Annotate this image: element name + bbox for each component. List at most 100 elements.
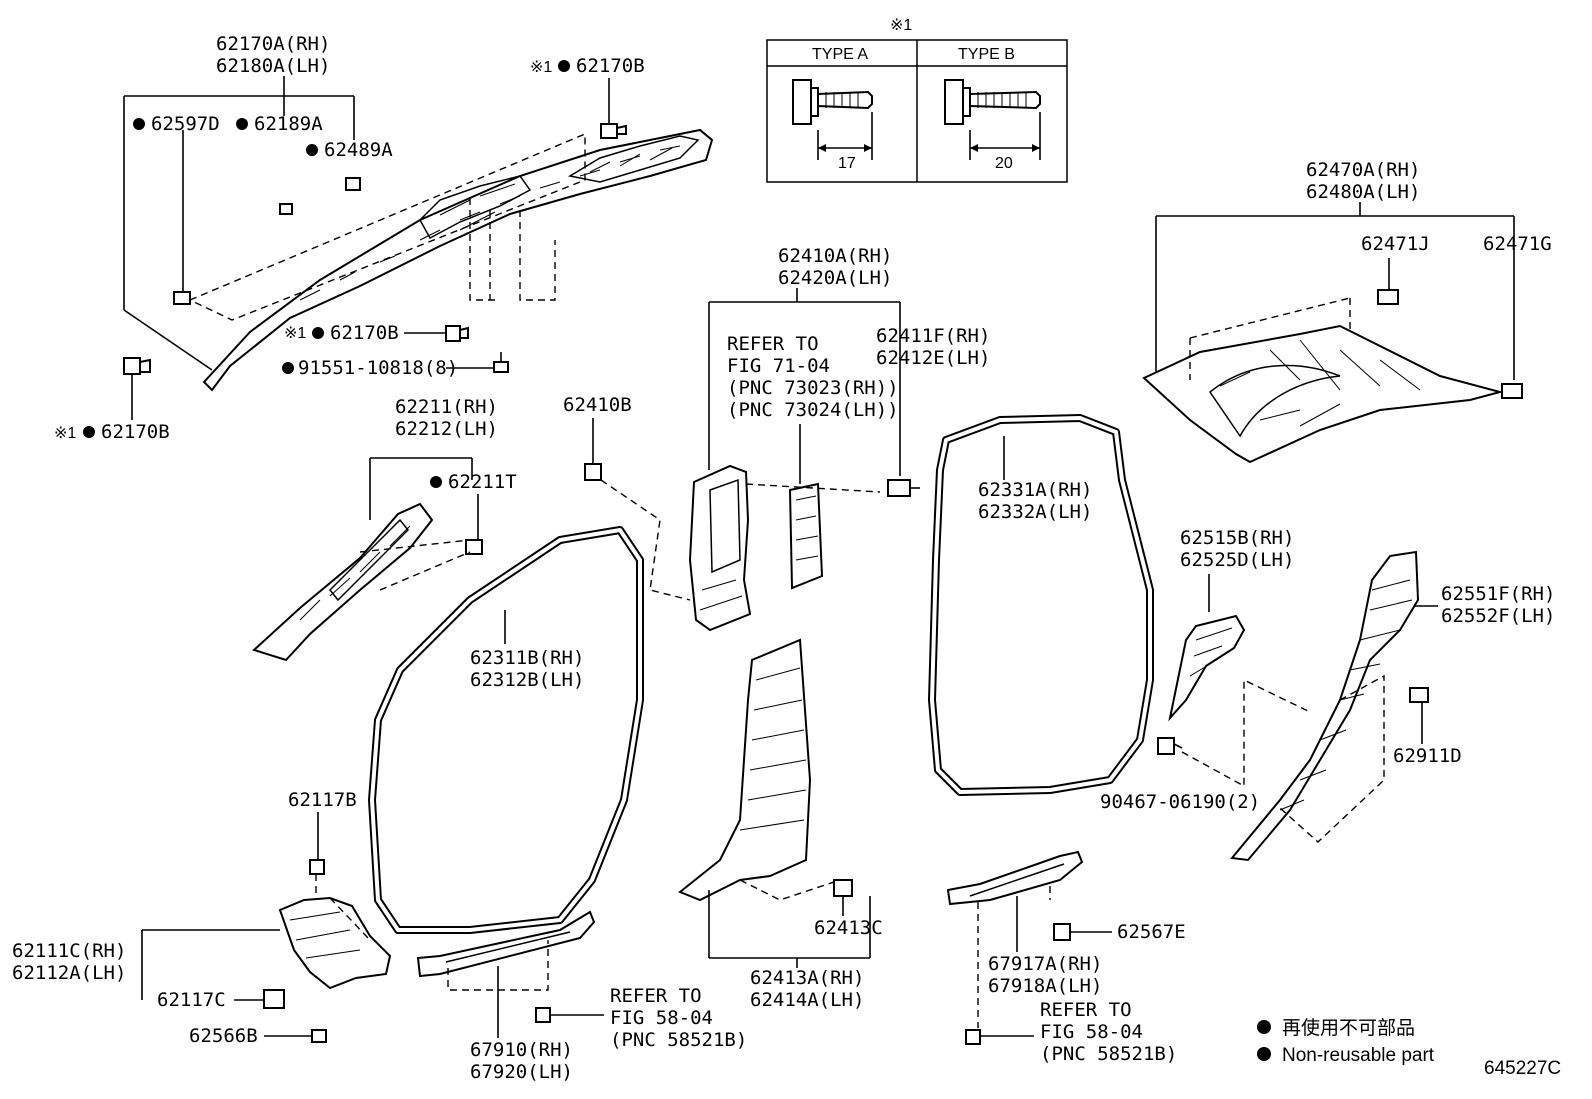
label-refer71-line4: (PNC 73024(LH)) bbox=[727, 399, 899, 421]
label-62470A: 62470A(RH) bbox=[1306, 159, 1420, 181]
clip-62597D-icon bbox=[133, 118, 191, 305]
clip-62911D-icon bbox=[1409, 687, 1429, 703]
label-62170B-mid: 62170B bbox=[330, 322, 399, 344]
label-62211T: 62211T bbox=[448, 471, 517, 493]
bolt-type-a-icon: 17 bbox=[792, 79, 873, 172]
label-62111C: 62111C(RH) bbox=[12, 940, 126, 962]
label-62410A: 62410A(RH) bbox=[778, 245, 892, 267]
label-62212: 62212(LH) bbox=[395, 418, 498, 440]
non-reusable-dot-icon-2 bbox=[1257, 1047, 1271, 1061]
label-62471J: 62471J bbox=[1361, 233, 1430, 255]
roof-side-garnish-part: 62170A(RH) 62180A(LH) 62597D 62189A bbox=[54, 33, 714, 443]
type-table-note-mark: ※1 bbox=[890, 17, 912, 34]
label-62211: 62211(RH) bbox=[395, 396, 498, 418]
legend: 再使用不可部品 Non-reusable part bbox=[1257, 1017, 1435, 1066]
legend-jp: 再使用不可部品 bbox=[1282, 1017, 1415, 1039]
label-refer71-line2: FIG 71-04 bbox=[727, 355, 830, 377]
label-62412E: 62412E(LH) bbox=[876, 347, 990, 369]
type-table: ※1 TYPE A TYPE B 17 20 bbox=[766, 17, 1068, 183]
label-62567E: 62567E bbox=[1117, 921, 1186, 943]
clip-62410B-part: 62410B bbox=[563, 394, 691, 601]
legend-en: Non-reusable part bbox=[1282, 1045, 1435, 1066]
clip-62471J-icon bbox=[1377, 289, 1399, 305]
clip-67917A-icon bbox=[965, 1029, 981, 1045]
label-refer58a-line2: FIG 58-04 bbox=[610, 1007, 713, 1029]
clip-62410B-icon bbox=[584, 463, 602, 481]
label-refer58b-line1: REFER TO bbox=[1040, 999, 1132, 1021]
clip-62117B-icon bbox=[309, 859, 325, 875]
clip-62411F-icon bbox=[887, 479, 920, 497]
front-scuff-plate-part: 67910(RH) 67920(LH) REFER TO FIG 58-04 (… bbox=[416, 910, 747, 1083]
label-62911D: 62911D bbox=[1393, 745, 1462, 767]
label-refer58b-line2: FIG 58-04 bbox=[1040, 1021, 1143, 1043]
label-62414A: 62414A(LH) bbox=[750, 989, 864, 1011]
label-62413C: 62413C bbox=[814, 917, 883, 939]
clip-62211T-icon bbox=[465, 539, 483, 555]
note-mark-62170B-left: ※1 bbox=[54, 425, 76, 442]
clip-62567E-icon bbox=[1053, 923, 1071, 941]
rear-door-weatherstrip-part: 62331A(RH) 62332A(LH) bbox=[928, 414, 1154, 796]
label-62413A: 62413A(RH) bbox=[750, 967, 864, 989]
label-62332A: 62332A(LH) bbox=[978, 501, 1092, 523]
label-67917A: 67917A(RH) bbox=[988, 953, 1102, 975]
cowl-side-trim-part: 62117B 62111C(RH) 62112A(LH) 62117C 6256… bbox=[12, 789, 392, 1047]
rear-seat-side-garnish-part: 62515B(RH) 62525D(LH) 90467-06190(2) bbox=[1100, 527, 1311, 813]
label-62117C: 62117C bbox=[157, 989, 226, 1011]
quarter-upper-garnish-part: 62470A(RH) 62480A(LH) 62471J 62471G bbox=[1142, 159, 1552, 464]
front-pillar-garnish-part: 62211(RH) 62212(LH) 62211T bbox=[252, 396, 517, 662]
label-62420A: 62420A(LH) bbox=[778, 267, 892, 289]
label-62112A: 62112A(LH) bbox=[12, 962, 126, 984]
label-67910: 67910(RH) bbox=[470, 1039, 573, 1061]
type-b-header: TYPE B bbox=[958, 46, 1015, 63]
label-62117B: 62117B bbox=[288, 789, 357, 811]
label-62189A: 62189A bbox=[254, 113, 323, 135]
label-62515B: 62515B(RH) bbox=[1180, 527, 1294, 549]
clip-67910-icon bbox=[535, 1007, 551, 1023]
label-62312B: 62312B(LH) bbox=[470, 669, 584, 691]
label-67918A: 67918A(LH) bbox=[988, 975, 1102, 997]
label-62170A: 62170A(RH) bbox=[216, 33, 330, 55]
speaker-grille-icon bbox=[788, 482, 824, 590]
clip-62471G-icon bbox=[1501, 383, 1523, 399]
bolt-62170B-left-icon bbox=[123, 357, 151, 375]
bolt-type-b-icon: 20 bbox=[944, 79, 1041, 172]
quarter-trim-panel-part: 62551F(RH) 62552F(LH) 62911D bbox=[1230, 550, 1555, 862]
clip-62413C-icon bbox=[833, 879, 853, 897]
label-62551F: 62551F(RH) bbox=[1441, 583, 1555, 605]
label-62552F: 62552F(LH) bbox=[1441, 605, 1555, 627]
label-91551: 91551-10818(8) bbox=[298, 357, 458, 379]
type-a-dimension: 17 bbox=[838, 155, 856, 172]
label-refer58b-line3: (PNC 58521B) bbox=[1040, 1043, 1177, 1065]
label-62180A: 62180A(LH) bbox=[216, 55, 330, 77]
label-62480A: 62480A(LH) bbox=[1306, 181, 1420, 203]
label-62170B-top: 62170B bbox=[576, 55, 645, 77]
screw-91551-icon bbox=[493, 352, 509, 373]
rear-scuff-plate-part: 67917A(RH) 67918A(LH) 62567E REFER TO FI… bbox=[946, 850, 1186, 1065]
label-refer58a-line3: (PNC 58521B) bbox=[610, 1029, 747, 1051]
label-refer58a-line1: REFER TO bbox=[610, 985, 702, 1007]
non-reusable-dot-icon bbox=[1257, 1020, 1271, 1034]
clip-62117C-icon bbox=[263, 989, 285, 1009]
note-mark-62170B-mid: ※1 bbox=[284, 325, 306, 342]
clip-62189A-icon bbox=[236, 118, 293, 215]
label-62411F: 62411F(RH) bbox=[876, 325, 990, 347]
label-67920: 67920(LH) bbox=[470, 1061, 573, 1083]
center-pillar-upper-garnish-part: 62410A(RH) 62420A(LH) REFER TO FIG 71-04… bbox=[688, 245, 990, 632]
label-62331A: 62331A(RH) bbox=[978, 479, 1092, 501]
label-62311B: 62311B(RH) bbox=[470, 647, 584, 669]
clip-62566B-icon bbox=[311, 1029, 327, 1043]
bolt-62170B-top-icon bbox=[600, 123, 627, 139]
label-refer71-line3: (PNC 73023(RH)) bbox=[727, 377, 899, 399]
clip-90467-icon bbox=[1157, 737, 1183, 755]
label-62489A: 62489A bbox=[324, 139, 393, 161]
label-62410B: 62410B bbox=[563, 394, 632, 416]
note-mark-62170B-top: ※1 bbox=[530, 59, 552, 76]
center-pillar-lower-garnish-part: 62413C 62413A(RH) 62414A(LH) bbox=[678, 638, 883, 1011]
clip-62489A-icon bbox=[306, 144, 361, 191]
label-62597D: 62597D bbox=[151, 113, 220, 135]
label-62525D: 62525D(LH) bbox=[1180, 549, 1294, 571]
label-62566B: 62566B bbox=[189, 1025, 258, 1047]
bolt-62170B-mid-icon bbox=[445, 325, 469, 342]
